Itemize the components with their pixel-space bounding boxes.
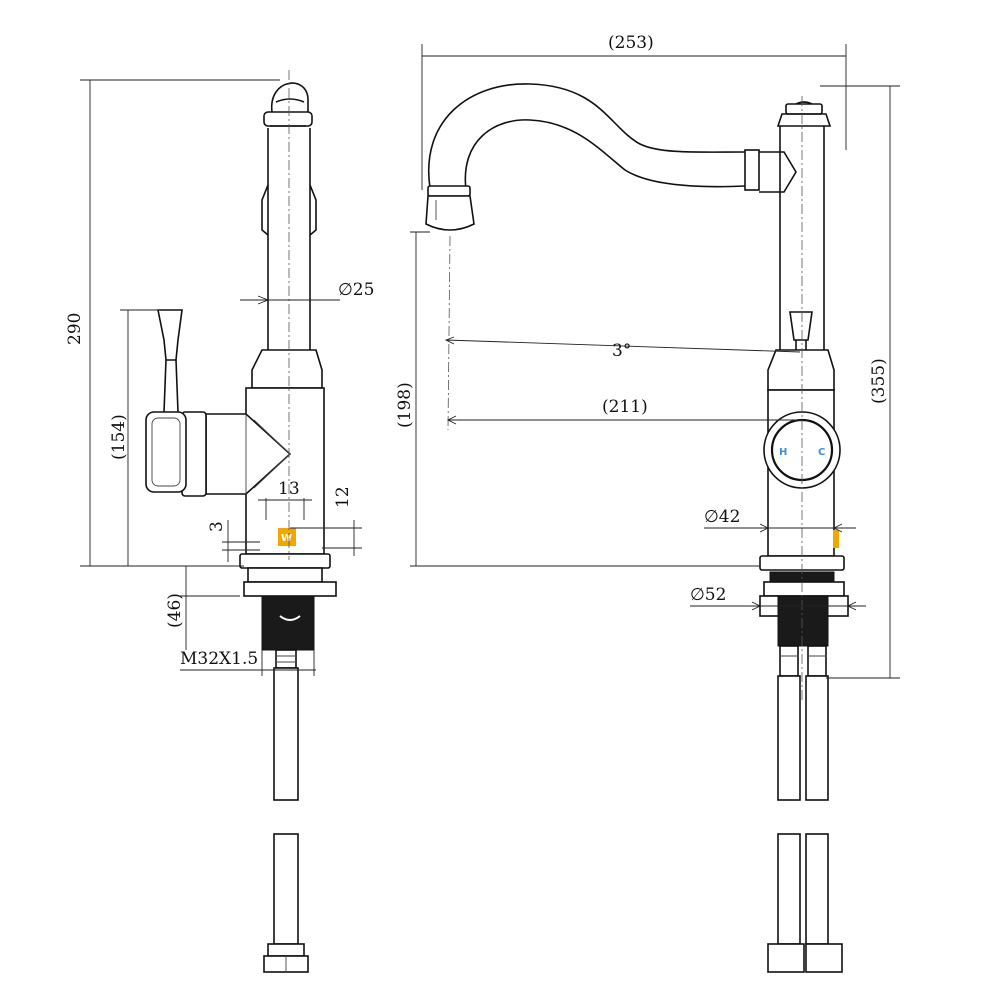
dim-12: 12 [333, 486, 353, 508]
side-view: W [145, 70, 337, 973]
brand-logo: W [278, 528, 296, 546]
dim-angle: 3° [612, 341, 631, 361]
brand-logo-edge [833, 530, 839, 548]
hot-indicator: H [779, 447, 787, 458]
svg-text:W: W [281, 533, 292, 544]
dim-dia-42: ∅42 [704, 507, 740, 527]
dim-355: (355) [869, 358, 889, 404]
dim-253: (253) [608, 33, 654, 53]
dim-211: (211) [602, 397, 648, 417]
dim-13: 13 [278, 479, 300, 499]
cold-indicator: C [818, 447, 825, 458]
dim-154: (154) [109, 414, 129, 460]
thread-spec: M32X1.5 [180, 649, 258, 669]
dim-46: (46) [165, 593, 185, 628]
side-dimensions: 290 (154) (46) M32X1.5 ∅25 13 12 3 [65, 79, 374, 676]
dim-dia-52: ∅52 [690, 585, 726, 605]
dim-290: 290 [65, 313, 85, 345]
dim-dia-25: ∅25 [338, 280, 374, 300]
front-dimensions: (253) (355) (198) 3° (211) ∅42 ∅52 [395, 33, 900, 679]
dim-3: 3 [207, 521, 227, 532]
dim-198: (198) [395, 382, 415, 428]
